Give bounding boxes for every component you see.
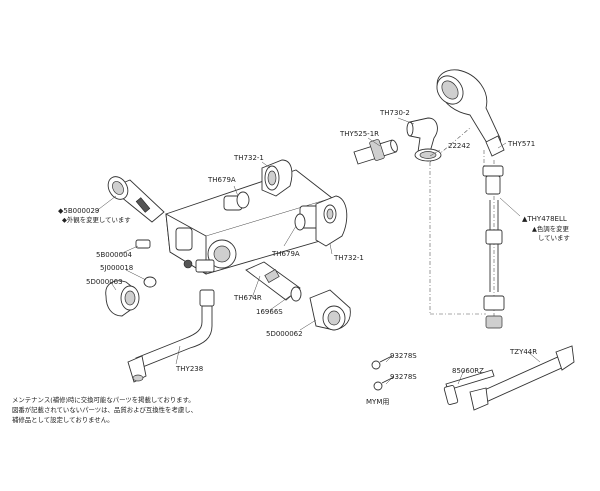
leader-lines [94, 117, 541, 385]
label-th732-1-top: TH732-1 [233, 154, 264, 162]
label-85060rz: 85060RZ [452, 367, 484, 375]
footer-note-line-2: 図番が記載されていないパーツは、品質および互換性を考慮し、 [12, 405, 197, 414]
flow-cartridge [245, 261, 302, 302]
hose [429, 127, 486, 315]
valve-body [165, 169, 333, 275]
outlet-connector [353, 139, 398, 165]
label-tzy44r: TZY44R [509, 348, 537, 356]
label-93278s-b: 93278S [390, 373, 417, 381]
label-thy238: THY238 [175, 365, 203, 373]
wrench-tool [469, 345, 575, 411]
hose-elbow [406, 117, 438, 153]
hose-nut [414, 148, 442, 162]
label-th730-2: TH730-2 [379, 109, 410, 117]
label-5b000029: ◆5B000029 [58, 207, 99, 215]
thermo-cartridge [107, 176, 165, 223]
label-mym: MYM用 [366, 398, 389, 406]
inlet-fittings [135, 239, 157, 288]
switch-cartridge-top [223, 159, 293, 211]
temperature-handle [105, 280, 140, 317]
shower-head [436, 69, 505, 157]
label-22242: 22242 [448, 142, 470, 150]
triangle-note-2: しています [538, 234, 570, 242]
label-5d000063: 5D000063 [86, 278, 123, 286]
label-5d000062: 5D000062 [266, 330, 303, 338]
spout [127, 289, 215, 383]
label-93278s-a: 93278S [390, 352, 417, 360]
key-tool [443, 369, 495, 405]
diamond-note: ◆外観を変更しています [62, 215, 131, 224]
label-th679a-top: TH679A [207, 176, 236, 184]
label-5b000004: 5B000004 [96, 251, 133, 259]
triangle-note-1: ▲色調を変更 [532, 224, 569, 233]
label-th679a-mid: TH679A [271, 250, 300, 258]
switch-cartridge-mid [294, 195, 348, 247]
label-thy571: THY571 [507, 140, 535, 148]
label-16966s: 16966S [256, 308, 283, 316]
footer-note-line-1: メンテナンス(補修)時に交換可能なパーツを掲載しております。 [12, 395, 195, 404]
label-5j000018: 5J000018 [100, 264, 133, 272]
flow-handle [309, 289, 351, 331]
slide-bar [482, 150, 505, 329]
footer-notes: メンテナンス(補修)時に交換可能なパーツを掲載しております。 図番が記載されてい… [12, 395, 197, 424]
label-th732-1-mid: TH732-1 [333, 254, 364, 262]
part-labels: TH730-2 THY525-1R 22242 THY571 TH732-1 T… [58, 109, 570, 406]
label-th674r: TH674R [233, 294, 262, 302]
label-thy478ell: ▲THY478ELL [522, 215, 567, 223]
spanner-keys [371, 355, 395, 391]
label-thy525-1r: THY525-1R [339, 130, 379, 138]
footer-note-line-3: 補修品として設定しておりません。 [12, 415, 113, 424]
